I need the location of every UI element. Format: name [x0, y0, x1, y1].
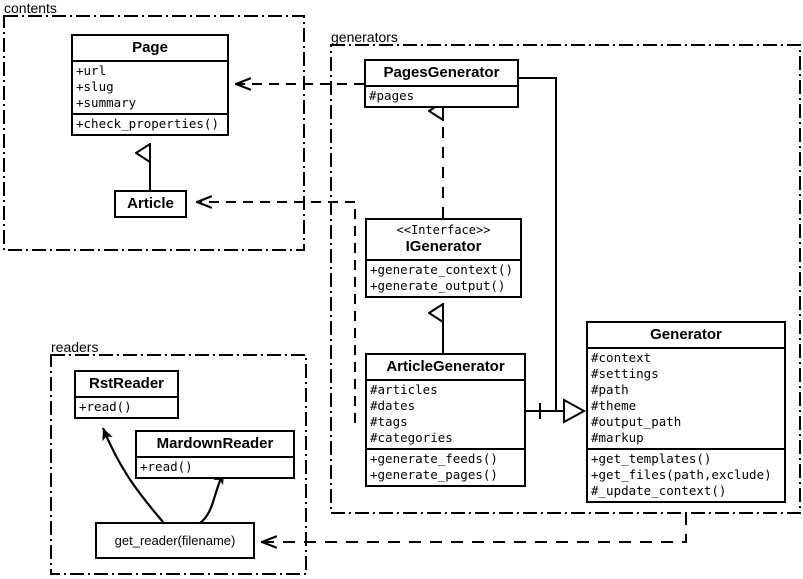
attribute: #theme: [591, 398, 637, 413]
attribute: #categories: [370, 430, 453, 445]
attribute: #tags: [370, 414, 408, 429]
edge-generator-uses-getreader: [262, 513, 687, 542]
edge-articlegenerator-uses-article: [197, 202, 356, 423]
operation: +read(): [79, 399, 132, 414]
class-operations-page: +check_properties(): [73, 113, 227, 134]
class-title-pagesgenerator: PagesGenerator: [383, 64, 500, 81]
class-operations-mardownreader: +read(): [137, 456, 293, 477]
class-box-igenerator[interactable]: <<Interface>> IGenerator +generate_conte…: [365, 218, 522, 298]
function-box-get-reader[interactable]: get_reader(filename): [95, 522, 255, 559]
class-operations-rstreader: +read(): [76, 396, 177, 417]
class-box-generator[interactable]: Generator #context #settings #path #them…: [586, 321, 786, 503]
class-title-page: Page: [132, 39, 168, 56]
class-title-igenerator: <<Interface>> IGenerator: [367, 220, 520, 259]
class-operations-generator: +get_templates() +get_files(path,exclude…: [588, 448, 784, 501]
package-label-contents: contents: [4, 0, 57, 16]
class-title-articlegenerator: ArticleGenerator: [386, 358, 505, 375]
class-box-articlegenerator[interactable]: ArticleGenerator #articles #dates #tags …: [365, 353, 526, 487]
operation: +get_files(path,exclude): [591, 467, 772, 482]
operation: +generate_context(): [370, 262, 513, 277]
attribute: #settings: [591, 366, 659, 381]
operation: #_update_context(): [591, 483, 727, 498]
attribute: #output_path: [591, 414, 682, 429]
class-title-generator: Generator: [650, 326, 722, 343]
attribute: +url: [76, 63, 107, 78]
attribute: #pages: [369, 88, 415, 103]
class-operations-articlegenerator: +generate_feeds() +generate_pages(): [367, 448, 524, 485]
function-label-get-reader: get_reader(filename): [114, 533, 236, 548]
operation: +generate_pages(): [370, 467, 498, 482]
class-box-article[interactable]: Article: [114, 190, 187, 218]
class-title-rstreader: RstReader: [88, 375, 165, 392]
attribute: +slug: [76, 79, 114, 94]
operation: +generate_feeds(): [370, 451, 498, 466]
class-title-mardownreader: MardownReader: [156, 435, 274, 452]
class-box-mardownreader[interactable]: MardownReader +read(): [135, 430, 295, 479]
class-box-rstreader[interactable]: RstReader +read(): [74, 370, 179, 419]
class-title-article: Article: [127, 195, 174, 212]
attribute: #articles: [370, 382, 438, 397]
class-attributes-generator: #context #settings #path #theme #output_…: [588, 347, 784, 448]
class-attributes-pagesgenerator: #pages: [366, 85, 517, 106]
edge-getreader-creates-mardownreader: [198, 471, 225, 525]
class-attributes-articlegenerator: #articles #dates #tags #categories: [367, 379, 524, 448]
class-name-igenerator: IGenerator: [405, 238, 482, 255]
package-label-readers: readers: [51, 339, 99, 355]
operation: +read(): [140, 459, 193, 474]
attribute: #context: [591, 350, 652, 365]
operation: +check_properties(): [76, 116, 219, 131]
attribute: +summary: [76, 95, 137, 110]
class-attributes-page: +url +slug +summary: [73, 60, 227, 113]
attribute: #markup: [591, 430, 644, 445]
package-label-generators: generators: [331, 29, 398, 45]
class-box-pagesgenerator[interactable]: PagesGenerator #pages: [364, 59, 519, 108]
attribute: #dates: [370, 398, 416, 413]
operation: +get_templates(): [591, 451, 712, 466]
attribute: #path: [591, 382, 629, 397]
operation: +generate_output(): [370, 278, 506, 293]
class-stereotype-igenerator: <<Interface>>: [396, 223, 491, 237]
edge-generators-inherit-generator: [519, 77, 587, 424]
class-operations-igenerator: +generate_context() +generate_output(): [367, 259, 520, 296]
class-box-page[interactable]: Page +url +slug +summary +check_properti…: [71, 34, 229, 136]
